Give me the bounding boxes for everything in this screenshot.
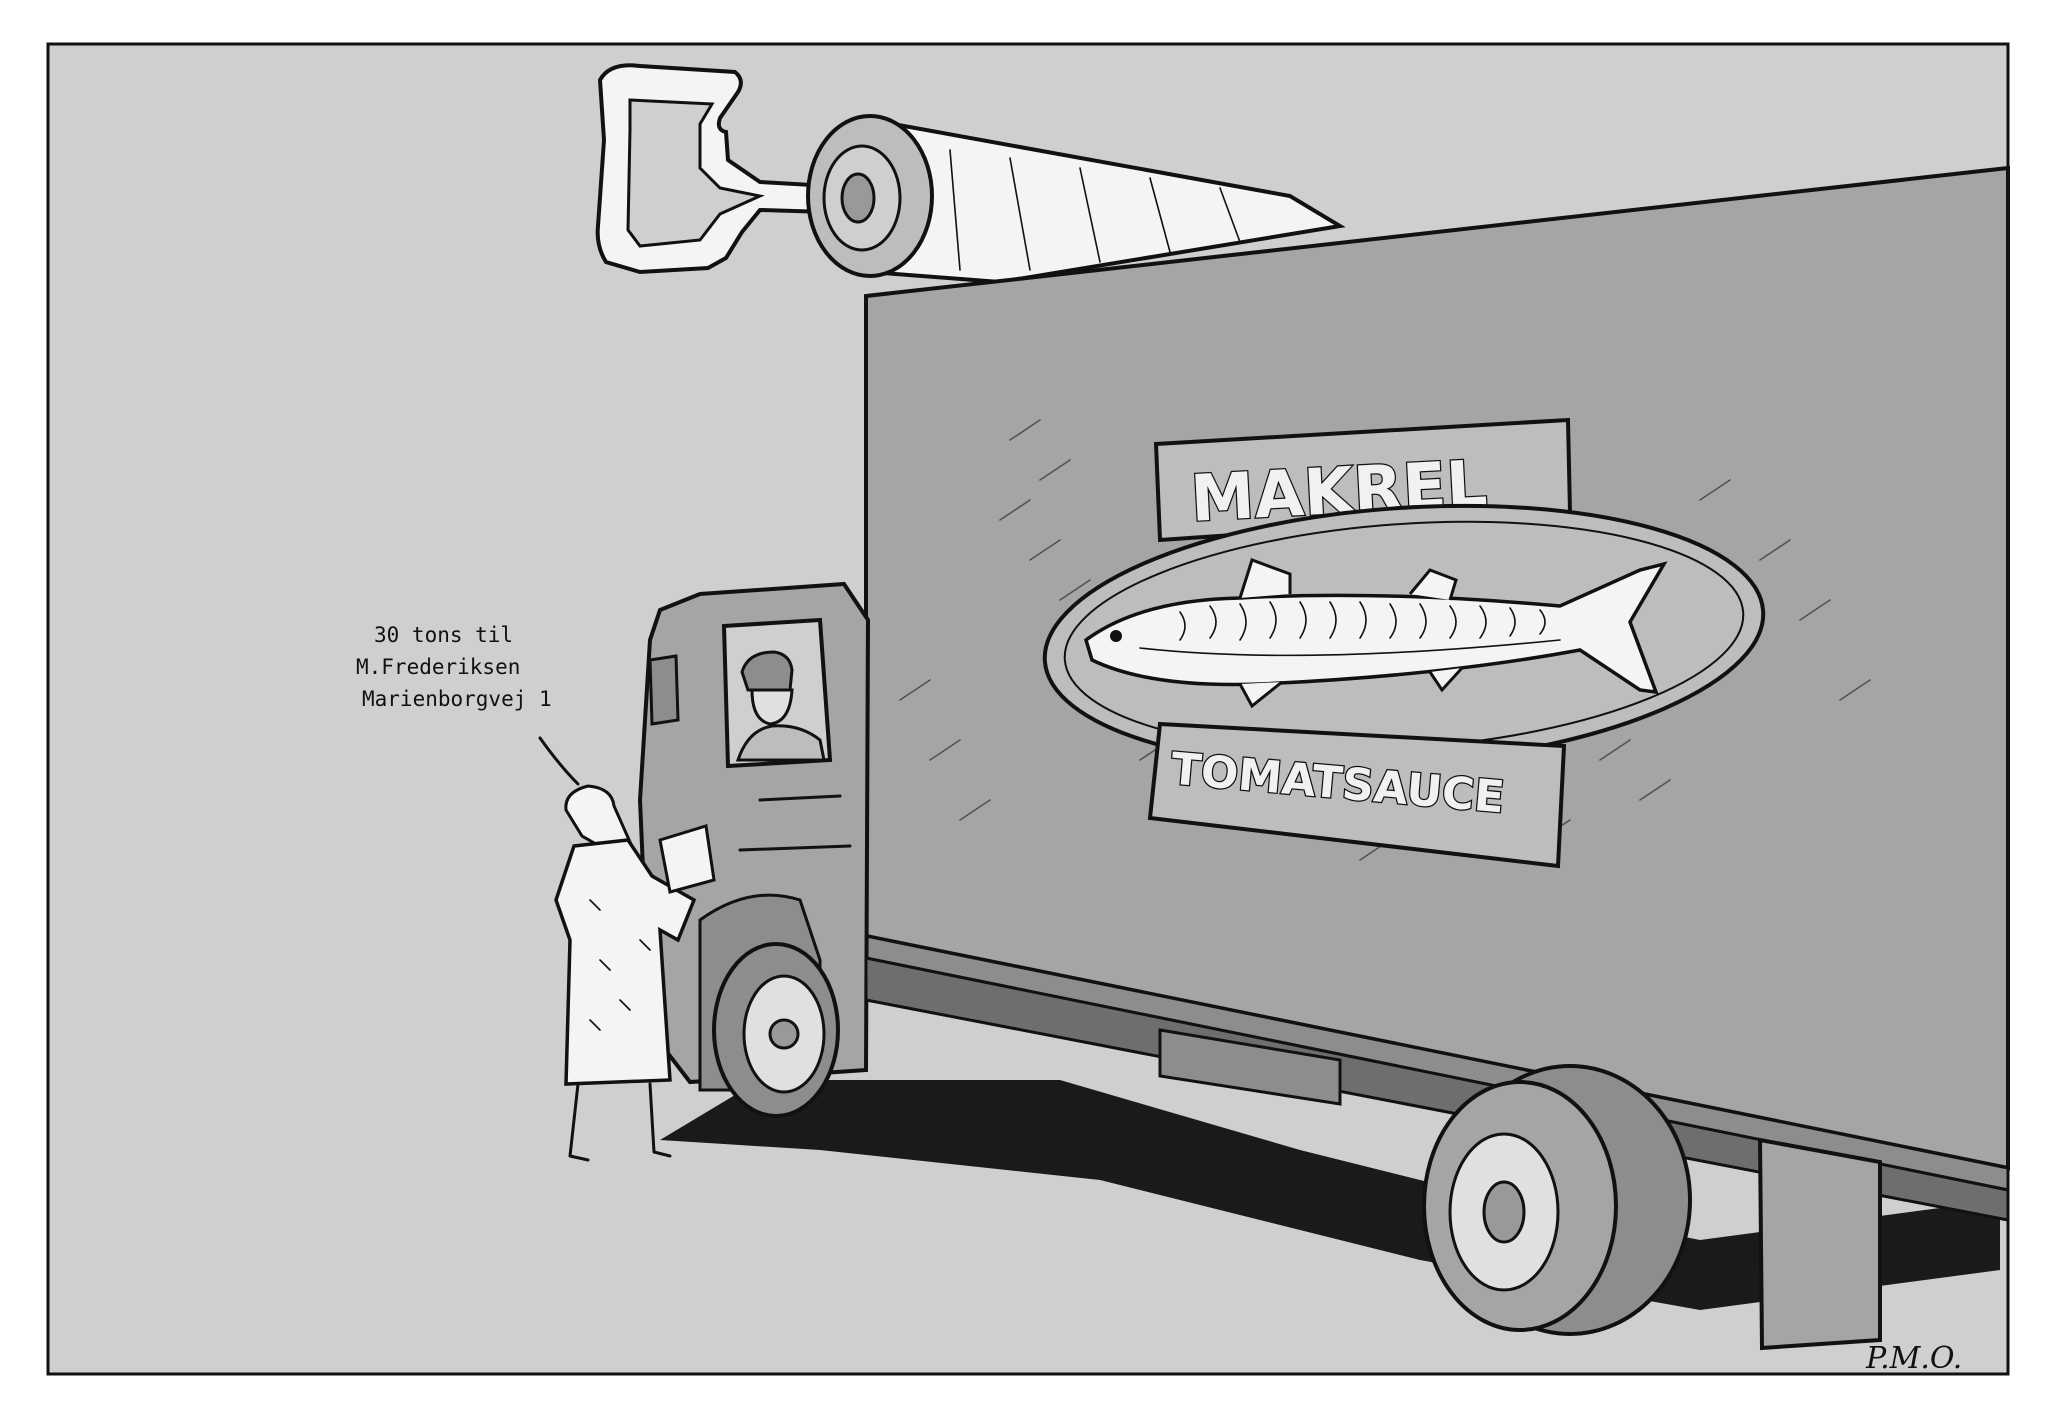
windup-key [595,63,841,275]
speech-line-3: Marienborgvej 1 [362,687,552,711]
man-with-paper [554,784,716,1162]
driver-figure [735,650,826,762]
undercarriage [864,956,2010,1351]
sign-bottom-plate: TOMATSAUCE [1147,721,1567,869]
truck-cab [637,581,871,1118]
key-cylinder [806,114,1346,285]
front-wheel [712,942,840,1118]
mackerel-fish-illustration [1083,558,1668,709]
speech-tail [538,736,580,786]
mudflap [1757,1137,1882,1351]
speech-bubble: 30 tons til M.Frederiksen Marienborgvej … [356,623,552,711]
delivery-paper [658,824,716,894]
speech-line-1: 30 tons til [374,623,513,647]
rear-wheel [1422,1064,1692,1336]
artist-signature: P.M.O. [1865,1341,1962,1376]
sign-oval [1042,503,1766,769]
speech-line-2: M.Frederiksen [356,655,520,679]
